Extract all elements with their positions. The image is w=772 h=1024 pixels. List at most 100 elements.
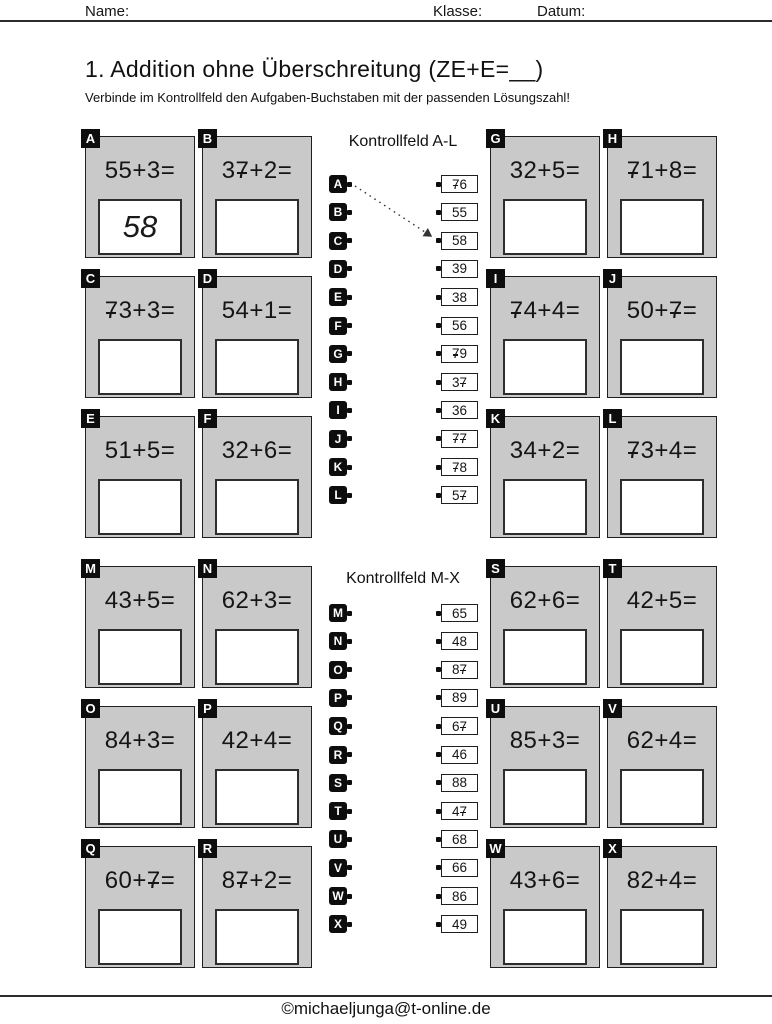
solution-box-68[interactable]: 68 [436,830,478,849]
kontrollfeld-letter-B[interactable]: B [329,203,352,222]
connector-dot[interactable] [436,238,441,244]
solution-box-86[interactable]: 86 [436,887,478,905]
kontrollfeld-letter-V[interactable]: V [329,858,352,877]
connector-dot[interactable] [347,865,352,871]
kontrollfeld-letter-C[interactable]: C [329,231,352,250]
connector-dot[interactable] [436,610,441,616]
connector-dot[interactable] [347,921,352,927]
answer-box[interactable] [503,199,587,255]
answer-box[interactable] [98,909,182,965]
connector-dot[interactable] [347,323,352,328]
connector-dot[interactable] [347,492,352,498]
connector-dot[interactable] [436,209,441,215]
answer-box[interactable] [215,909,299,965]
connector-dot[interactable] [436,836,441,842]
connector-dot[interactable] [436,752,441,757]
kontrollfeld-letter-E[interactable]: E [329,288,352,307]
solution-box-56[interactable]: 56 [436,316,478,335]
answer-box[interactable] [98,479,182,535]
connector-dot[interactable] [347,266,352,272]
kontrollfeld-letter-P[interactable]: P [329,688,352,707]
solution-box-48[interactable]: 48 [436,632,478,651]
connector-dot[interactable] [347,695,352,701]
kontrollfeld-letter-G[interactable]: G [329,344,352,363]
kontrollfeld-letter-F[interactable]: F [329,316,352,335]
solution-box-46[interactable]: 46 [436,745,478,764]
answer-box[interactable] [215,479,299,535]
answer-box[interactable] [215,199,299,255]
answer-box[interactable] [503,909,587,965]
solution-box-55[interactable]: 55 [436,203,478,222]
answer-box[interactable] [620,629,704,685]
solution-box-65[interactable]: 65 [436,604,478,622]
answer-box[interactable] [620,199,704,255]
connector-dot[interactable] [347,294,352,300]
answer-box[interactable] [215,769,299,825]
kontrollfeld-letter-S[interactable]: S [329,773,352,792]
answer-box[interactable] [98,339,182,395]
kontrollfeld-letter-X[interactable]: X [329,915,352,934]
solution-box-58[interactable]: 58 [436,231,478,250]
connector-dot[interactable] [436,436,441,442]
connector-dot[interactable] [436,407,441,413]
connector-dot[interactable] [347,351,352,357]
connector-dot[interactable] [436,379,441,385]
answer-box[interactable] [215,629,299,685]
connector-dot[interactable] [347,723,352,729]
solution-box-49[interactable]: 49 [436,915,478,934]
answer-box[interactable] [503,339,587,395]
kontrollfeld-letter-J[interactable]: J [329,429,352,448]
connector-dot[interactable] [436,723,441,729]
connector-dot[interactable] [436,780,441,786]
connector-dot[interactable] [436,865,441,871]
answer-box[interactable] [215,339,299,395]
connector-dot[interactable] [347,407,352,413]
solution-box-66[interactable]: 66 [436,858,478,877]
connector-dot[interactable] [347,379,352,385]
connector-dot[interactable] [347,893,352,899]
connector-dot[interactable] [347,638,352,644]
kontrollfeld-letter-A[interactable]: A [329,175,352,193]
connector-dot[interactable] [347,464,352,470]
kontrollfeld-letter-D[interactable]: D [329,259,352,278]
kontrollfeld-letter-H[interactable]: H [329,373,352,392]
kontrollfeld-letter-M[interactable]: M [329,604,352,622]
answer-box[interactable] [620,769,704,825]
kontrollfeld-letter-U[interactable]: U [329,830,352,849]
connector-dot[interactable] [436,695,441,701]
kontrollfeld-letter-L[interactable]: L [329,486,352,505]
connector-dot[interactable] [347,436,352,442]
connector-dot[interactable] [436,808,441,814]
connector-dot[interactable] [436,351,441,357]
solution-box-39[interactable]: 39 [436,259,478,278]
kontrollfeld-letter-R[interactable]: R [329,745,352,764]
connector-dot[interactable] [436,181,441,187]
answer-box[interactable]: 58 [98,199,182,255]
kontrollfeld-letter-I[interactable]: I [329,401,352,420]
connector-dot[interactable] [436,266,441,272]
connector-dot[interactable] [347,181,352,187]
connector-dot[interactable] [436,921,441,927]
kontrollfeld-letter-W[interactable]: W [329,887,352,905]
connector-dot[interactable] [436,667,441,673]
connector-dot[interactable] [436,492,441,498]
solution-box-36[interactable]: 36 [436,401,478,420]
answer-box[interactable] [98,629,182,685]
connector-dot[interactable] [436,294,441,300]
connector-dot[interactable] [347,780,352,786]
connector-dot[interactable] [436,638,441,644]
kontrollfeld-letter-K[interactable]: K [329,458,352,476]
answer-box[interactable] [620,339,704,395]
connector-dot[interactable] [436,893,441,899]
solution-box-88[interactable]: 88 [436,773,478,792]
kontrollfeld-letter-Q[interactable]: Q [329,717,352,736]
answer-box[interactable] [98,769,182,825]
answer-box[interactable] [503,479,587,535]
solution-box-89[interactable]: 89 [436,688,478,707]
connector-dot[interactable] [347,209,352,215]
